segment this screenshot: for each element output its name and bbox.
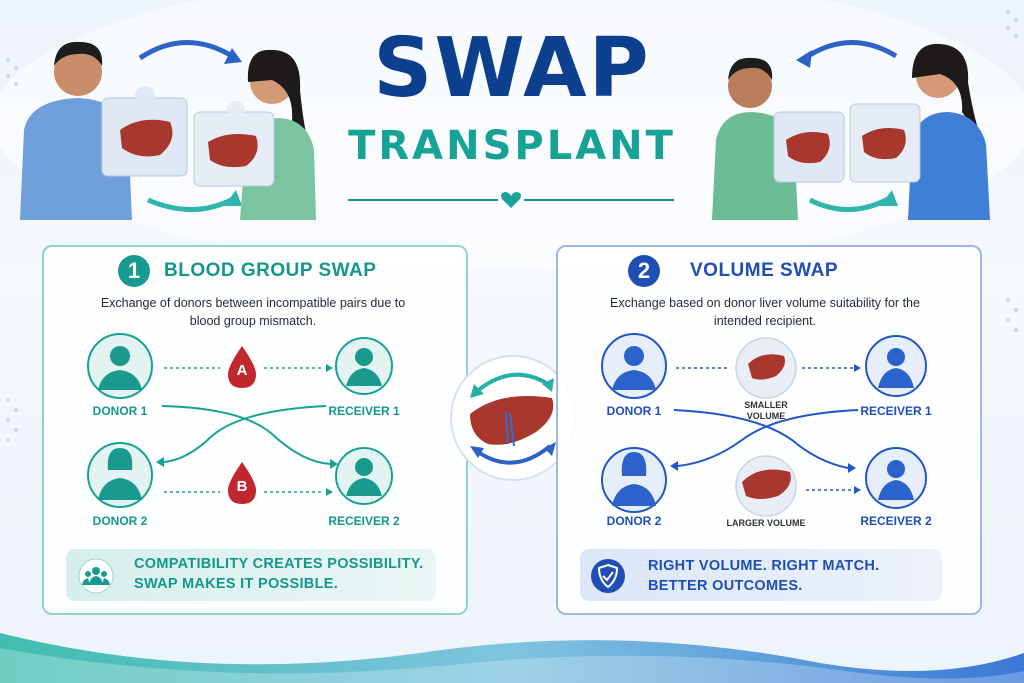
heart-icon [501,192,521,208]
volume-swap-diagram [601,333,927,517]
receiver-2-avatar [335,447,393,505]
liver-icon [742,469,791,499]
donor-2-avatar [601,447,667,513]
donor-2-label: DONOR 2 [92,514,148,528]
liver-icon [748,354,785,380]
arrow-head [224,48,242,64]
blood-group-b-label: B [236,478,248,495]
page-subtitle: TRANSPLANT [348,123,676,169]
receiver-1-avatar [335,337,393,395]
title-divider-left [348,199,498,201]
volume-swap-footer-text: RIGHT VOLUME. RIGHT MATCH. BETTER OUTCOM… [648,558,880,594]
blood-swap-footer [66,549,436,601]
receiver-1-label: RECEIVER 1 [860,404,932,418]
left-couple-illustration [20,40,316,220]
step-number-badge: 2 [628,255,660,287]
donor-2-avatar [87,442,153,508]
title-divider-right [524,199,674,201]
panel-description: Exchange of donors between incompatible … [100,296,406,328]
receiver-2-label: RECEIVER 2 [328,514,400,528]
volume-swap-footer [580,549,942,601]
step-number-badge: 1 [118,255,150,287]
blood-swap-footer-text: COMPATIBILITY CREATES POSSIBILITY. SWAP … [134,556,424,592]
donor-1-label: DONOR 1 [92,404,148,418]
receiver-1-label: RECEIVER 1 [328,404,400,418]
blood-swap-diagram [87,333,393,508]
blood-group-a-label: A [236,362,248,379]
blood-drop-b-icon [228,462,256,504]
panel-title: BLOOD GROUP SWAP [164,260,377,281]
shield-check-icon [591,559,625,593]
smaller-volume-label: SMALLER VOLUME [744,400,788,421]
center-liver-exchange [450,355,576,481]
donor-1-label: DONOR 1 [606,404,662,418]
page-title: SWAP [373,21,651,116]
receiver-1-avatar [865,335,927,397]
panel-title: VOLUME SWAP [690,260,839,281]
right-couple-illustration [712,40,990,220]
larger-volume-label: LARGER VOLUME [726,518,806,528]
donor-1-avatar [87,333,153,399]
bottom-wave-decoration [0,633,1024,683]
panel-description: Exchange based on donor liver volume sui… [610,296,920,328]
receiver-2-avatar [865,447,927,509]
donor-1-avatar [601,333,667,399]
group-people-icon [78,558,114,594]
donor-2-label: DONOR 2 [606,514,662,528]
receiver-2-label: RECEIVER 2 [860,514,932,528]
blood-drop-a-icon [228,346,256,388]
